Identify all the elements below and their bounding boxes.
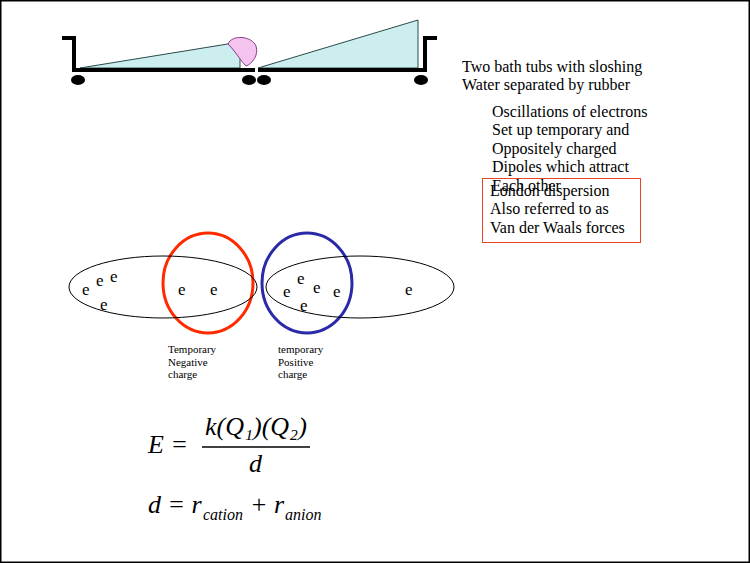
electron: e: [297, 270, 305, 287]
ellipse-outline: [265, 255, 455, 319]
water-right: [258, 20, 418, 68]
ellipse-outline: [266, 256, 454, 318]
fraction-bar: [202, 446, 310, 448]
electron: e: [100, 296, 108, 313]
rubber-seal: [228, 37, 257, 66]
wheel: [242, 75, 256, 85]
charge-label: Temporary Negative charge: [168, 343, 230, 381]
electron: e: [178, 281, 186, 298]
equation-term: d = r: [148, 490, 202, 520]
tub-left: [62, 38, 255, 70]
note-text: Two bath tubs with sloshing Water separa…: [462, 58, 662, 95]
electron: e: [210, 281, 218, 298]
equation-term: + r: [250, 490, 284, 520]
wheel: [414, 75, 428, 85]
ellipse-outline: [69, 256, 257, 318]
equation-denominator: d: [249, 449, 262, 479]
equation-subscript: cation: [203, 506, 243, 524]
electron: e: [333, 283, 341, 300]
electron: e: [82, 281, 90, 298]
charge-label: temporary Positive charge: [278, 343, 340, 381]
bath-tubs: [62, 20, 437, 85]
electron: e: [96, 272, 104, 289]
electron-cloud: eeeeee: [68, 255, 258, 319]
electron: e: [405, 281, 413, 298]
electron: e: [110, 268, 118, 285]
electron-cloud: eeeeee: [265, 255, 455, 319]
equation-lhs: E =: [148, 430, 188, 460]
tub-right: [258, 38, 437, 70]
water-left: [80, 42, 240, 68]
equation-numerator: k(Q₁)(Q₂): [205, 412, 307, 442]
wheel: [257, 75, 271, 85]
electron: e: [283, 283, 291, 300]
note-text: Oscillations of electrons Set up tempora…: [492, 103, 658, 195]
electron: e: [300, 297, 308, 314]
equation-subscript: anion: [285, 506, 321, 524]
electron: e: [313, 279, 321, 296]
wheel: [71, 75, 85, 85]
positive-dipole-circle: [262, 233, 352, 333]
